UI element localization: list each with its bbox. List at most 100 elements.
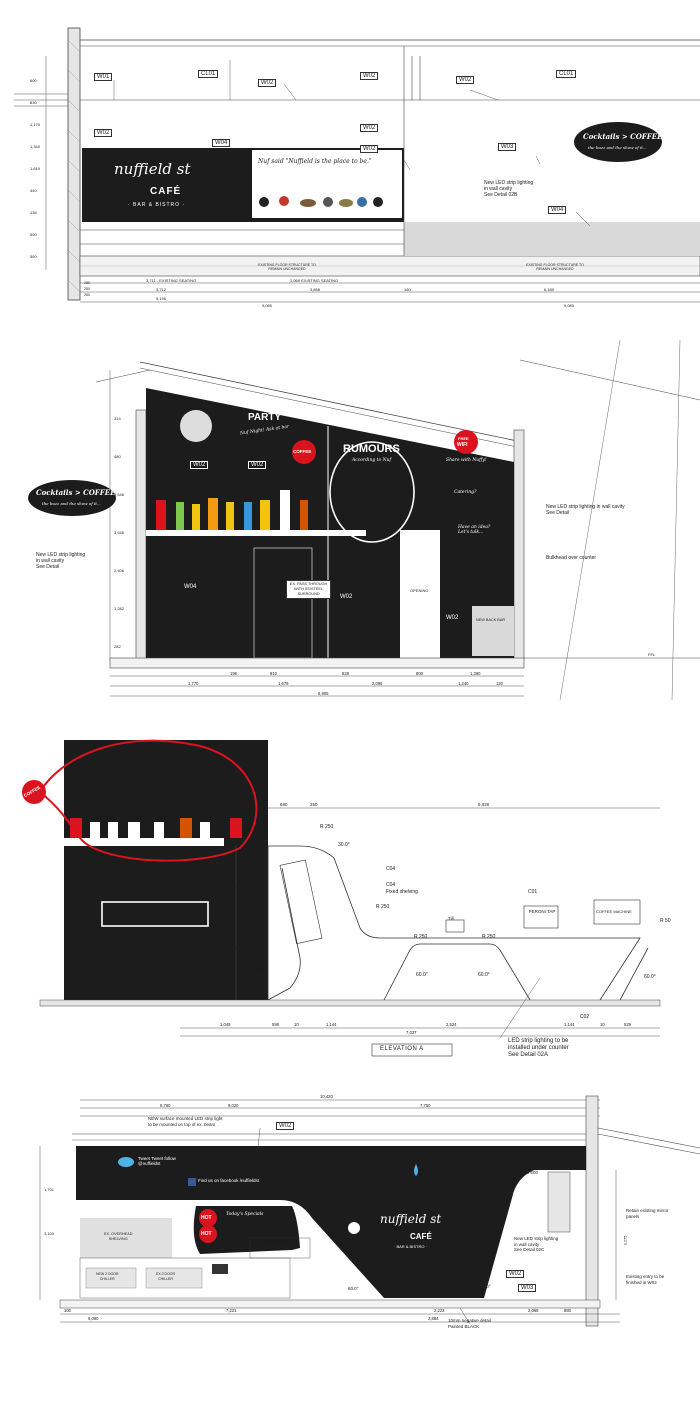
bar-bistro-text: · BAR & BISTRO · <box>128 202 186 208</box>
bulkhead-note: Bulkhead over counter <box>546 555 597 561</box>
tag-w02: W02 <box>258 79 277 87</box>
facebook-icon <box>188 1178 196 1186</box>
angle-label: 60.0° <box>644 974 656 980</box>
elevation-2: PARTY Nuf Night! Ask at bar COFFEE RUMOU… <box>0 340 700 710</box>
r50-label: R 50 <box>660 918 671 924</box>
grey-wall-panel <box>404 222 700 256</box>
tag-w04: W04 <box>548 206 567 214</box>
cocktails-text: Cocktails > COFFEE <box>583 132 663 141</box>
dim: 3,712 <box>156 287 167 292</box>
tag-w02: W02 <box>190 461 209 469</box>
c03-label: C03 <box>258 921 268 927</box>
ffl-label: FFL <box>648 652 656 657</box>
tag-w03: W03 <box>498 143 517 151</box>
elevation-3: COFFEE 680 250 5,026 R 250 30.0° C04 C04… <box>0 738 700 1074</box>
menu-title: Today's Specials <box>226 1212 264 1217</box>
cocktails-text: Cocktails > COFFEE <box>36 488 116 497</box>
floor-note: EXISTING FLOOR STRUCTURE TO REMAIN UNCHA… <box>526 263 584 271</box>
dim: 5,026 <box>478 802 490 807</box>
feature-wall <box>76 1146 586 1298</box>
feature-column <box>64 740 268 1000</box>
tag-w02: W02 <box>248 461 267 469</box>
coffee-text: COFFEE <box>22 784 42 799</box>
rumours-text: RUMOURS <box>343 443 400 455</box>
cocktails-bubble <box>28 480 116 516</box>
tag-w02: W02 <box>340 594 353 600</box>
dim: 6,180 <box>544 287 555 292</box>
r250-label: R 250 <box>414 934 428 940</box>
dim: 5,196 <box>156 296 167 301</box>
elevation-a-title: ELEVATION A <box>380 1046 424 1052</box>
c02-label: C02 <box>580 1014 590 1020</box>
idea-bubble: Have an idea? Let's talk... <box>458 525 491 535</box>
c04-label: C04 <box>386 882 396 888</box>
tag-w02: W02 <box>360 124 379 132</box>
hot-text: HOT <box>201 1215 212 1221</box>
tag-w02: W02 <box>506 1270 525 1278</box>
wifi-text: WIFI <box>457 442 468 448</box>
water-drop-icon <box>414 1164 418 1176</box>
angle-label: 75.0° <box>256 972 268 978</box>
peroni-tap-label: PERONI TAP <box>528 909 556 914</box>
tag-w02: W02 <box>360 145 379 153</box>
angle-label: 60.0° <box>478 972 490 978</box>
wifi-badge <box>454 430 478 454</box>
coffee-cups-illustration <box>70 818 242 838</box>
rumours-bubble <box>329 441 415 543</box>
dim: 9,760 <box>160 1103 171 1108</box>
dim: 9,020 <box>228 1103 239 1108</box>
counter-outline <box>267 845 641 1001</box>
tag-cl01: CL01 <box>198 70 219 78</box>
coffee-machine-label: COFFEE MACHINE <box>596 909 632 914</box>
twitter-bird-icon <box>118 1157 134 1167</box>
fixed-shelving-label: Fixed shelving <box>386 889 418 895</box>
back-bar-label: NEW BACK BAR <box>476 618 506 622</box>
r250-label: R 250 <box>482 934 496 940</box>
coffee-text: COFFEE <box>293 449 312 454</box>
r600-label: R 600 <box>526 1170 539 1175</box>
tag-w03: W03 <box>518 1284 537 1292</box>
overhead-shelving <box>80 1218 172 1258</box>
twitter-text: Tweet Tweet follow @nuffieldst <box>138 1156 176 1166</box>
pizza-icon <box>348 1222 360 1234</box>
till-label: Till <box>448 916 454 921</box>
tag-w02-ceiling: W02 <box>456 76 475 84</box>
dim: 160 <box>404 287 411 292</box>
chalkboard <box>193 1206 300 1254</box>
column-window <box>101 901 209 927</box>
wifi-subtext: Share with Nuffy! <box>446 458 487 463</box>
cocktails-bubble <box>574 122 662 162</box>
floor-note: EXISTING FLOOR STRUCTURE TO REMAIN UNCHA… <box>258 263 316 271</box>
tag-cl01: CL01 <box>556 70 577 78</box>
brand-logo-text: nuffield st <box>380 1212 442 1226</box>
dim: 9,080 <box>262 303 273 308</box>
hats-illustration <box>259 196 383 207</box>
dim: 3,711 - EXISTING SEATING <box>146 278 197 283</box>
c01-label: C01 <box>528 889 538 895</box>
angle-label: 60.0° <box>416 972 428 978</box>
dim: 3,858 <box>310 287 321 292</box>
angle-label: 75.0° <box>480 1284 491 1289</box>
tag-w02: W02 <box>360 72 379 80</box>
wifi-free-text: FREE <box>458 436 469 441</box>
dim: 9,080 <box>564 303 575 308</box>
r250-label: R 250 <box>376 904 390 910</box>
party-text: PARTY <box>248 412 282 423</box>
tag-w02: W02 <box>94 129 113 137</box>
dim: 1,069 EXISTING SEATING <box>290 278 339 283</box>
tag-w01: W01 <box>94 73 113 81</box>
bar-bistro-text: · BAR & BISTRO · <box>394 1244 427 1249</box>
angle-label: 60.0° <box>348 1286 359 1291</box>
